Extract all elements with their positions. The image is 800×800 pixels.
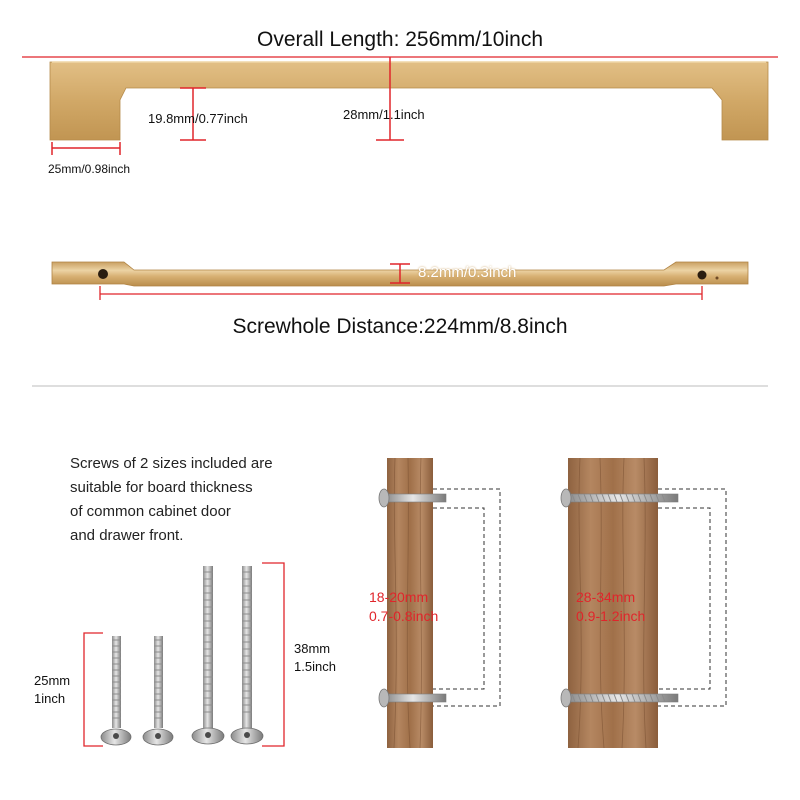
bar-thickness-label: 8.2mm/0.3inch bbox=[418, 264, 517, 281]
left-screwhole bbox=[98, 269, 108, 279]
handle-height-label: 28mm/1.1inch bbox=[343, 107, 425, 122]
overall-length-label: Overall Length: 256mm/10inch bbox=[257, 28, 543, 51]
inner-height-marker bbox=[180, 87, 206, 141]
description-line: of common cabinet door bbox=[70, 503, 231, 520]
short-screw-mm: 25mm bbox=[34, 673, 71, 688]
handle-height-marker bbox=[376, 57, 404, 141]
long-screw-inch: 1.5inch bbox=[294, 659, 336, 674]
screw-long-2 bbox=[230, 566, 264, 745]
short-screw-bracket bbox=[83, 632, 103, 747]
inner-height-label: 19.8mm/0.77inch bbox=[148, 111, 248, 126]
short-screw-inch: 1inch bbox=[34, 691, 66, 706]
short-screw-label: 25mm 1inch bbox=[34, 672, 70, 708]
right-screwhole bbox=[697, 270, 707, 280]
screw-short-2 bbox=[142, 636, 174, 746]
thick-board-mm: 28-34mm bbox=[576, 589, 636, 605]
board-thick bbox=[560, 457, 727, 749]
thin-board-inch: 0.7-0.8inch bbox=[369, 608, 439, 624]
handle-top-view bbox=[49, 61, 769, 141]
screw-short-1 bbox=[100, 636, 132, 746]
description-line: Screws of 2 sizes included are bbox=[70, 455, 273, 472]
bar-thickness-marker bbox=[390, 263, 410, 284]
screws-description: Screws of 2 sizes included are suitable … bbox=[70, 452, 273, 548]
board-thin bbox=[378, 457, 501, 749]
screwhole-distance-label: Screwhole Distance:224mm/8.8inch bbox=[232, 315, 568, 338]
leg-width-marker bbox=[51, 142, 121, 155]
thick-board-label: 28-34mm 0.9-1.2inch bbox=[576, 588, 645, 626]
description-line: and drawer front. bbox=[70, 527, 184, 544]
long-screw-bracket bbox=[262, 562, 285, 747]
leg-width-label: 25mm/0.98inch bbox=[48, 162, 131, 176]
thick-board-inch: 0.9-1.2inch bbox=[576, 608, 646, 624]
thin-board-mm: 18-20mm bbox=[369, 589, 429, 605]
description-line: suitable for board thickness bbox=[70, 479, 253, 496]
long-screw-mm: 38mm bbox=[294, 641, 331, 656]
thin-board-label: 18-20mm 0.7-0.8inch bbox=[369, 588, 438, 626]
screwhole-distance-marker bbox=[99, 286, 703, 300]
long-screw-label: 38mm 1.5inch bbox=[294, 640, 336, 676]
screw-long-1 bbox=[191, 566, 225, 745]
